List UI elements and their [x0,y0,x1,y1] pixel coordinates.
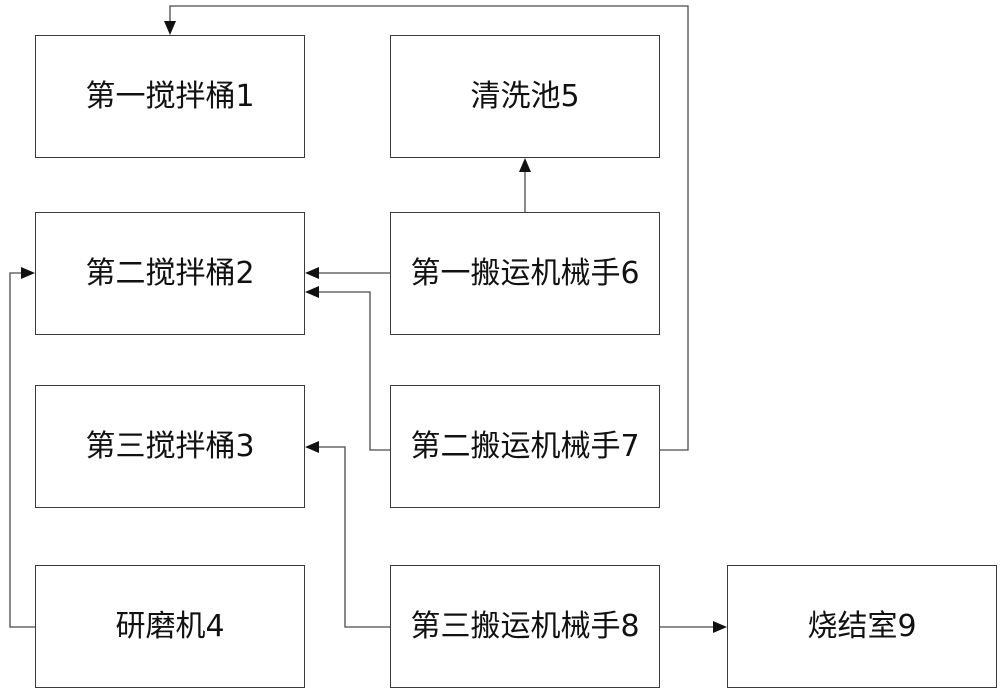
node-mixing-barrel-1: 第一搅拌桶1 [35,35,305,158]
arrowhead-pool5 [519,158,531,172]
arrowhead-barrel2-from-grinder [21,267,35,279]
node-mixing-barrel-3: 第三搅拌桶3 [35,385,305,508]
edge-arm7-to-barrel2 [319,291,390,451]
node-robot-arm-7: 第二搬运机械手7 [390,385,660,508]
arrowhead-barrel1 [164,21,176,35]
edge-grinder4-to-barrel2 [9,272,35,628]
node-mixing-barrel-2: 第二搅拌桶2 [35,212,305,335]
node-label: 烧结室9 [807,608,917,644]
node-grinder-4: 研磨机4 [35,565,305,688]
edge-arm8-to-barrel3 [319,446,390,628]
arrowhead-barrel2-from-arm6 [305,267,319,279]
node-sintering-room-9: 烧结室9 [727,565,997,688]
node-label: 第一搅拌桶1 [85,78,255,114]
node-label: 第二搅拌桶2 [85,255,255,291]
node-label: 第一搬运机械手6 [410,255,640,291]
arrowhead-barrel3 [305,441,319,453]
node-label: 第二搬运机械手7 [410,428,640,464]
node-cleaning-pool-5: 清洗池5 [390,35,660,158]
node-label: 研磨机4 [115,608,225,644]
node-label: 第三搬运机械手8 [410,608,640,644]
arrowhead-sinter9 [713,621,727,633]
node-label: 清洗池5 [470,78,580,114]
node-robot-arm-6: 第一搬运机械手6 [390,212,660,335]
node-label: 第三搅拌桶3 [85,428,255,464]
arrowhead-barrel2-from-arm7 [305,286,319,298]
node-robot-arm-8: 第三搬运机械手8 [390,565,660,688]
